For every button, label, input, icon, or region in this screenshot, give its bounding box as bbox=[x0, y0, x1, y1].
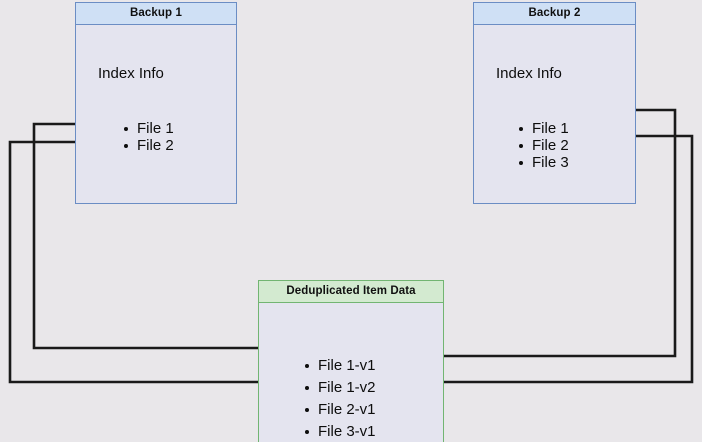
node-backup-1-body: Index Info File 1 File 2 bbox=[76, 25, 236, 203]
list-item: File 1-v2 bbox=[301, 377, 376, 399]
list-item: File 2-v1 bbox=[301, 399, 376, 421]
list-item: File 1-v1 bbox=[301, 355, 376, 377]
node-backup-1[interactable]: Backup 1 Index Info File 1 File 2 bbox=[75, 2, 237, 204]
node-backup-2-section-label: Index Info bbox=[496, 65, 562, 82]
node-deduplicated-item-data-body: File 1-v1 File 1-v2 File 2-v1 File 3-v1 bbox=[259, 303, 443, 442]
list-item: File 3 bbox=[515, 154, 569, 171]
node-deduplicated-item-data-title: Deduplicated Item Data bbox=[259, 281, 443, 303]
node-deduplicated-item-data-file-list: File 1-v1 File 1-v2 File 2-v1 File 3-v1 bbox=[301, 355, 376, 442]
node-backup-1-section-label: Index Info bbox=[98, 65, 164, 82]
node-backup-1-file-list: File 1 File 2 bbox=[120, 120, 174, 154]
node-backup-1-title: Backup 1 bbox=[76, 3, 236, 25]
list-item: File 1 bbox=[120, 120, 174, 137]
node-deduplicated-item-data[interactable]: Deduplicated Item Data File 1-v1 File 1-… bbox=[258, 280, 444, 442]
node-backup-2[interactable]: Backup 2 Index Info File 1 File 2 File 3 bbox=[473, 2, 636, 204]
list-item: File 2 bbox=[515, 137, 569, 154]
list-item: File 2 bbox=[120, 137, 174, 154]
node-backup-2-title: Backup 2 bbox=[474, 3, 635, 25]
node-backup-2-file-list: File 1 File 2 File 3 bbox=[515, 120, 569, 171]
list-item: File 1 bbox=[515, 120, 569, 137]
node-backup-2-body: Index Info File 1 File 2 File 3 bbox=[474, 25, 635, 203]
list-item: File 3-v1 bbox=[301, 421, 376, 442]
